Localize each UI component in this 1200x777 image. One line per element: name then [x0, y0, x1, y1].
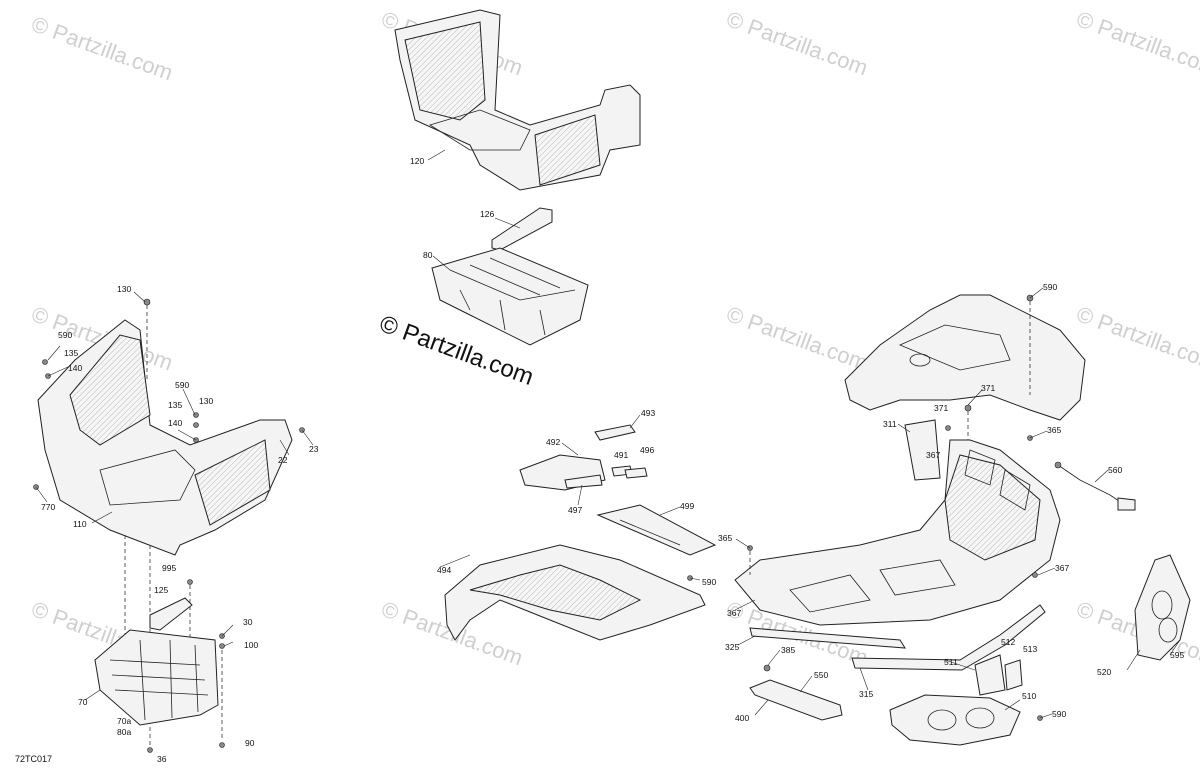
- callout-100: 100: [244, 640, 258, 650]
- callout-130: 130: [117, 284, 131, 294]
- watermark-tile: © Partzilla.com: [28, 11, 176, 85]
- part-496-pad: [624, 467, 648, 479]
- callout-135: 135: [64, 348, 78, 358]
- callout-493: 493: [641, 408, 655, 418]
- callout-130: 130: [199, 396, 213, 406]
- part-rear-rack: [734, 439, 1061, 626]
- callout-70a: 70a: [117, 716, 131, 726]
- callout-126: 126: [480, 209, 494, 219]
- callout-80: 80: [423, 250, 433, 260]
- callout-365: 365: [1047, 425, 1061, 435]
- callout-371: 371: [981, 383, 995, 393]
- callout-385: 385: [781, 645, 795, 655]
- part-311-bracket: [904, 419, 941, 481]
- part-493-bracket: [594, 424, 636, 441]
- callout-36: 36: [157, 754, 167, 764]
- callout-494: 494: [437, 565, 451, 575]
- callout-499: 499: [680, 501, 694, 511]
- callout-125: 125: [154, 585, 168, 595]
- callout-80a: 80a: [117, 727, 131, 737]
- callout-510: 510: [1022, 691, 1036, 701]
- diagram-code: 72TC017: [15, 754, 52, 764]
- callout-496: 496: [640, 445, 654, 455]
- callout-595: 595: [1170, 650, 1184, 660]
- part-315-bar: [851, 604, 1046, 671]
- callout-491: 491: [614, 450, 628, 460]
- watermark-tile: © Partzilla.com: [723, 301, 871, 375]
- callout-497: 497: [568, 505, 582, 515]
- part-560-cable: [1054, 461, 1136, 511]
- callout-315: 315: [859, 689, 873, 699]
- part-125-bracket: [149, 597, 193, 631]
- callout-311: 311: [883, 419, 897, 429]
- callout-23: 23: [309, 444, 319, 454]
- callout-550: 550: [814, 670, 828, 680]
- callout-70: 70: [78, 697, 88, 707]
- callout-365: 365: [718, 533, 732, 543]
- callout-400: 400: [735, 713, 749, 723]
- callout-590: 590: [58, 330, 72, 340]
- callouts: 120 126 80 130 590 135 140 590 135 130 1…: [41, 156, 1184, 764]
- callout-140: 140: [68, 363, 82, 373]
- part-494-fender: [444, 544, 706, 641]
- callout-135: 135: [168, 400, 182, 410]
- callout-110: 110: [73, 519, 87, 529]
- part-80-grid: [431, 247, 589, 346]
- part-520-housing: [1134, 554, 1191, 661]
- watermark-tile: © Partzilla.com: [1073, 301, 1200, 375]
- part-325-bar: [749, 627, 906, 649]
- part-110-fender: [37, 319, 293, 556]
- callout-513: 513: [1023, 644, 1037, 654]
- callout-367: 367: [1055, 563, 1069, 573]
- part-499-panel: [596, 504, 717, 556]
- callout-30: 30: [243, 617, 253, 627]
- callout-995: 995: [162, 563, 176, 573]
- callout-140: 140: [168, 418, 182, 428]
- callout-560: 560: [1108, 465, 1122, 475]
- callout-770: 770: [41, 502, 55, 512]
- callout-22: 22: [278, 455, 288, 465]
- part-513-bracket: [1004, 659, 1023, 691]
- callout-511: 511: [944, 657, 958, 667]
- callout-325: 325: [725, 642, 739, 652]
- callout-90: 90: [245, 738, 255, 748]
- part-510-housing: [889, 694, 1021, 746]
- part-511-bracket: [974, 654, 1006, 696]
- watermark-tile: © Partzilla.com: [1073, 6, 1200, 80]
- leader-lines: [35, 287, 1181, 719]
- callout-590: 590: [175, 380, 189, 390]
- part-126-bracket: [491, 207, 553, 251]
- callout-367: 367: [727, 608, 741, 618]
- part-70-grid: [94, 629, 219, 726]
- part-497-bracket: [564, 474, 603, 489]
- part-550-bracket: [749, 664, 843, 721]
- watermark-tile: © Partzilla.com: [723, 6, 871, 80]
- callout-492: 492: [546, 437, 560, 447]
- callout-371: 371: [934, 403, 948, 413]
- callout-590: 590: [1043, 282, 1057, 292]
- callout-590: 590: [1052, 709, 1066, 719]
- part-rear-cowl: [844, 294, 1086, 421]
- part-120-fender: [394, 9, 641, 191]
- callout-512: 512: [1001, 637, 1015, 647]
- callout-520: 520: [1097, 667, 1111, 677]
- callout-367: 367: [926, 450, 940, 460]
- callout-120: 120: [410, 156, 424, 166]
- callout-590: 590: [702, 577, 716, 587]
